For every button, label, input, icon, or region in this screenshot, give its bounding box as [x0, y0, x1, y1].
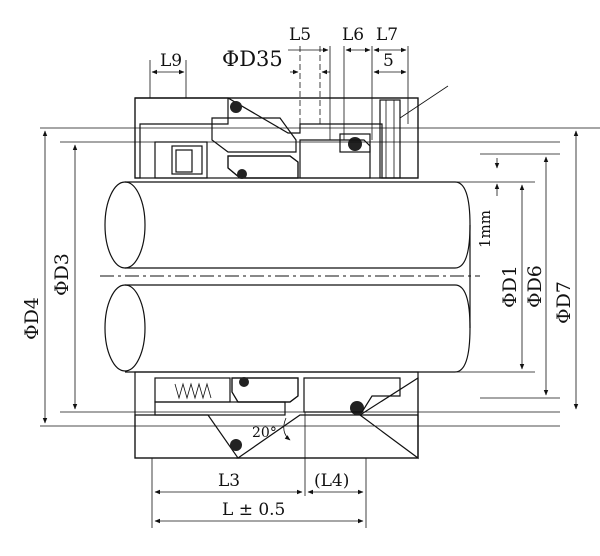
- label-one-mm: 1mm: [476, 210, 494, 248]
- label-l7: L7: [376, 25, 398, 45]
- dimensions: [40, 46, 600, 528]
- dimension-labels: L9 ΦD35 L5 L6 L7 5 ΦD4 ΦD3 1mm ΦD1 ΦD6 Φ…: [21, 25, 575, 520]
- label-angle: 20°: [252, 425, 277, 441]
- shaft: [100, 181, 480, 373]
- upper-rotary-assembly: [154, 117, 371, 179]
- label-d1: ΦD1: [499, 265, 521, 308]
- lower-rotary-assembly: [154, 377, 401, 416]
- o-ring-icon: [230, 101, 242, 113]
- label-d7: ΦD7: [553, 281, 575, 324]
- label-d35: ΦD35: [222, 47, 283, 71]
- label-five: 5: [383, 51, 394, 71]
- label-l3: L3: [218, 471, 240, 491]
- label-l-total: L ± 0.5: [222, 500, 285, 520]
- label-l6: L6: [342, 25, 364, 45]
- label-d3: ΦD3: [51, 253, 73, 296]
- o-ring-icon: [348, 137, 362, 151]
- label-d6: ΦD6: [524, 265, 546, 308]
- upper-housing: [134, 97, 419, 179]
- label-l9: L9: [160, 51, 182, 71]
- label-l4: (L4): [314, 471, 349, 491]
- label-l5: L5: [289, 25, 311, 45]
- label-d4: ΦD4: [21, 297, 43, 340]
